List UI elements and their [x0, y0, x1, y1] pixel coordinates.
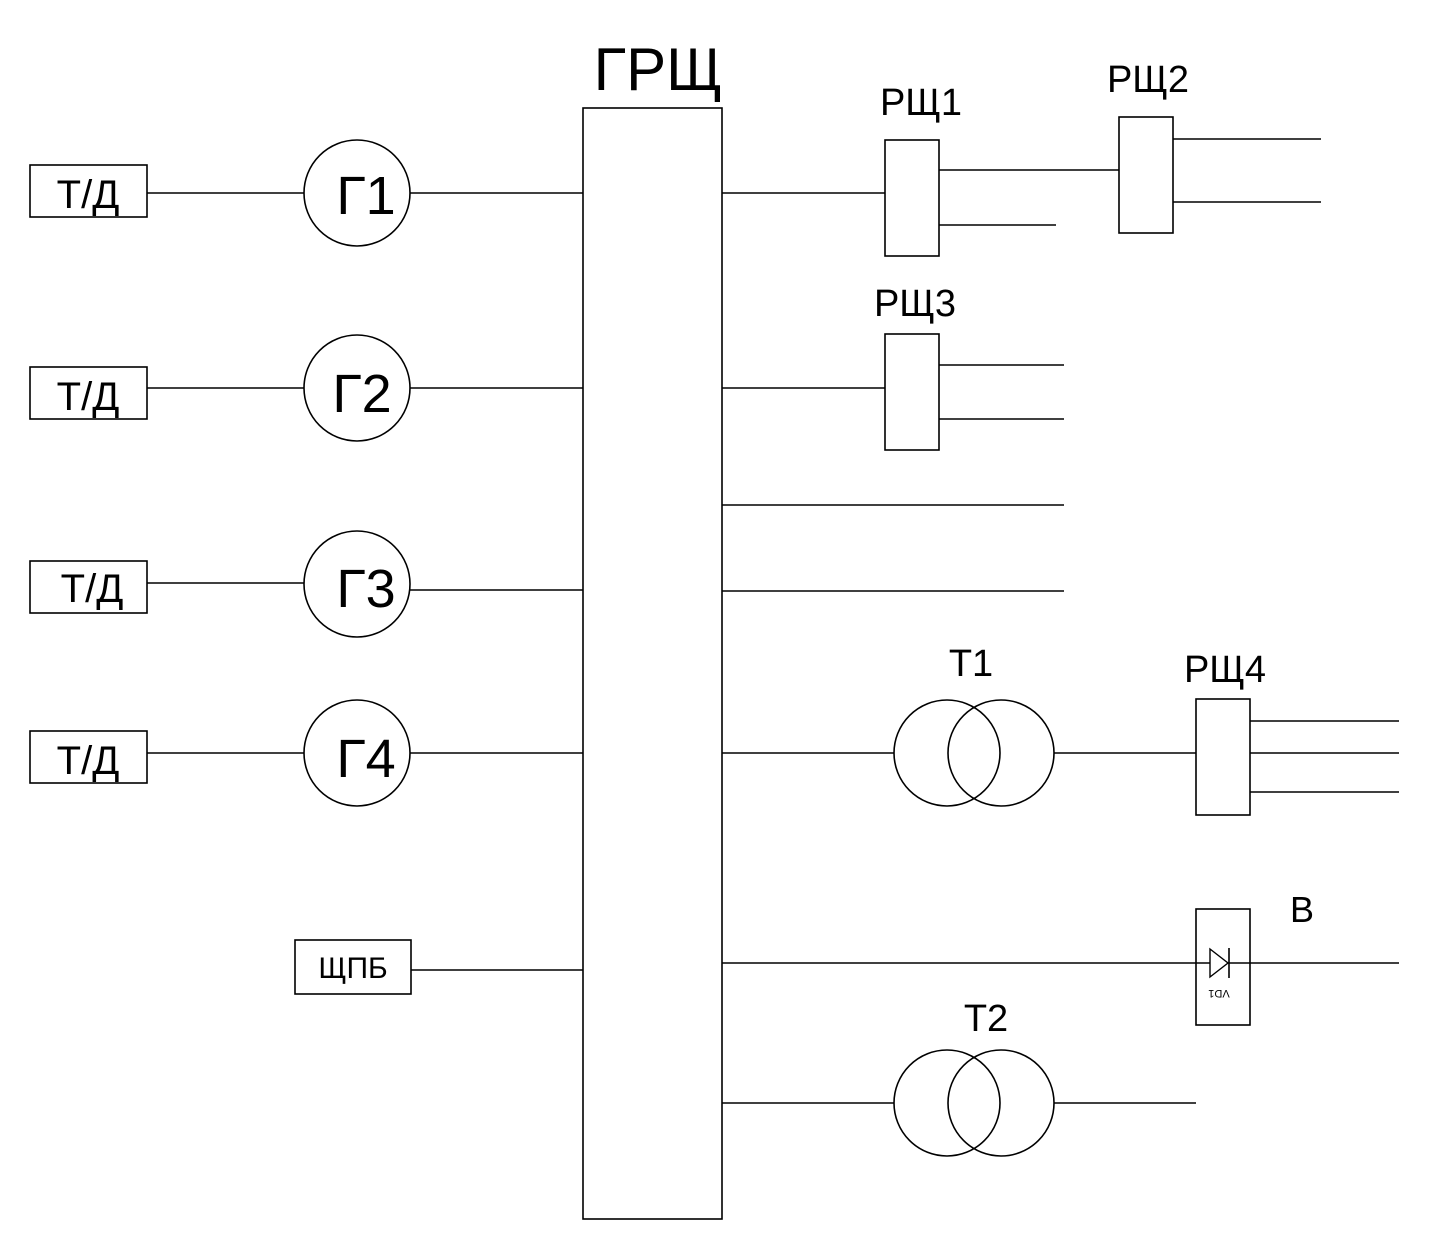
distribution-board-4: [1195, 698, 1251, 816]
main-switchboard: [582, 107, 723, 1220]
transformer-label-1: Т1: [949, 643, 993, 685]
diode-label: VD1: [1208, 987, 1229, 999]
diode-icon: [1196, 947, 1250, 979]
shore-power-panel: [294, 939, 412, 995]
drive-box-2: [29, 366, 148, 420]
distribution-board-label-3: РЩ3: [874, 283, 956, 325]
drive-box-3: [29, 560, 148, 614]
main-switchboard-label: ГРЩ: [594, 36, 723, 103]
drive-label-4: Т/Д: [57, 739, 120, 783]
distribution-board-2: [1118, 116, 1174, 234]
generator-label-4: Г4: [336, 729, 395, 789]
drive-box-1: [29, 164, 148, 218]
drive-box-4: [29, 730, 148, 784]
transformer-2-primary-winding: [893, 1049, 1001, 1157]
drive-label-1: Т/Д: [57, 173, 120, 217]
distribution-board-label-4: РЩ4: [1184, 649, 1266, 691]
distribution-board-label-1: РЩ1: [880, 82, 962, 124]
generator-3: [303, 530, 411, 638]
distribution-board-3: [884, 333, 940, 451]
drive-label-2: Т/Д: [57, 375, 120, 419]
drive-label-3: Т/Д: [61, 567, 124, 611]
transformer-2-secondary-winding: [947, 1049, 1055, 1157]
generator-label-1: Г1: [336, 166, 395, 226]
generator-label-2: Г2: [332, 364, 391, 424]
distribution-board-1: [884, 139, 940, 257]
transformer-label-2: Т2: [964, 998, 1008, 1040]
distribution-board-label-2: РЩ2: [1107, 59, 1189, 101]
rectifier-label: В: [1290, 889, 1314, 930]
transformer-1-secondary-winding: [947, 699, 1055, 807]
shore-power-panel-label: ЩПБ: [318, 952, 387, 985]
generator-label-3: Г3: [336, 559, 395, 619]
transformer-1-primary-winding: [893, 699, 1001, 807]
